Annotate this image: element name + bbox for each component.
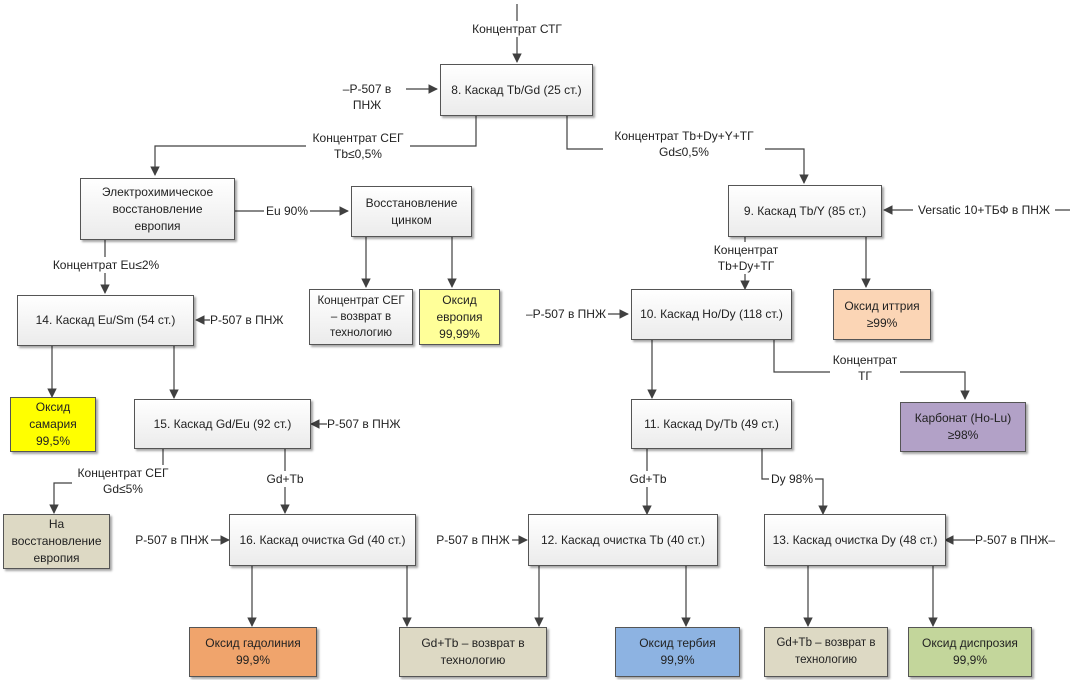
cascade-9-box: 9. Каскад Tb/Y (85 ст.): [728, 185, 882, 237]
yttrium-oxide-box: Оксид иттрия ≥99%: [833, 289, 931, 340]
zinc-reduction-box: Восстановление цинком: [351, 186, 472, 237]
cascade-8-box: 8. Каскад Tb/Gd (25 ст.): [440, 64, 593, 116]
label-p507-cascade12: Р-507 в ПНЖ: [434, 532, 512, 548]
gdtb-return-box-1: Gd+Tb – возврат в технологию: [399, 627, 547, 677]
label-eu90: Eu 90%: [264, 203, 310, 219]
label-versatic: Versatic 10+ТБФ в ПНЖ: [913, 202, 1055, 218]
dysprosium-oxide-box: Оксид диспрозия 99,9%: [908, 627, 1032, 677]
label-gdtb-cascade15: Gd+Tb: [264, 471, 306, 487]
gdtb-return-box-2: Gd+Tb – возврат в технологию: [764, 627, 888, 677]
label-p507-cascade14: Р-507 в ПНЖ: [210, 312, 288, 328]
electrochemical-reduction-box: Электрохимическое восстановление европия: [80, 178, 235, 240]
cascade-12-box: 12. Каскад очистка Tb (40 ст.): [528, 514, 718, 566]
label-seg-gd: Концентрат СЕГ Gd≤5%: [72, 465, 174, 497]
label-seg-tb: Концентрат СЕГ Tb≤0,5%: [306, 130, 410, 162]
label-dy98: Dy 98%: [769, 471, 815, 487]
label-gdtb-cascade11: Gd+Tb: [627, 471, 669, 487]
label-p507-cascade8: –Р-507 в ПНЖ: [328, 81, 406, 113]
label-p507-cascade13: Р-507 в ПНЖ–: [975, 532, 1067, 548]
label-p507-cascade10: –Р-507 в ПНЖ: [524, 306, 608, 322]
cascade-14-box: 14. Каскад Eu/Sm (54 ст.): [17, 295, 194, 346]
gadolinium-oxide-box: Оксид гадолиния 99,9%: [189, 627, 317, 677]
europium-restore-box: На восстановление европия: [3, 514, 110, 569]
label-p507-cascade15: Р-507 в ПНЖ: [327, 416, 405, 432]
seg-return-box: Концентрат СЕГ – возврат в технологию: [309, 289, 413, 345]
label-tbdyy-concentrate: Концентрат Tb+Dy+Y+ТГ Gd≤0,5%: [603, 128, 765, 160]
cascade-10-box: 10. Каскад Ho/Dy (118 ст.): [631, 289, 792, 340]
label-eu2-concentrate: Концентрат Eu≤2%: [47, 257, 165, 273]
cascade-11-box: 11. Каскад Dy/Tb (49 ст.): [631, 399, 792, 449]
cascade-16-box: 16. Каскад очистка Gd (40 ст.): [229, 514, 416, 566]
label-p507-cascade16: Р-507 в ПНЖ: [133, 532, 211, 548]
carbonate-box: Карбонат (Ho-Lu) ≥98%: [900, 402, 1026, 452]
label-tg-concentrate: Концентрат ТГ: [830, 352, 900, 384]
cascade-13-box: 13. Каскад очистка Dy (48 ст.): [764, 514, 946, 566]
label-stg-concentrate: Концентрат СТГ: [466, 21, 568, 37]
europium-oxide-box: Оксид европия 99,99%: [419, 289, 500, 345]
label-tbdytg-concentrate: Концентрат Tb+Dy+ТГ: [707, 242, 785, 274]
samarium-oxide-box: Оксид самария 99,5%: [10, 397, 96, 452]
terbium-oxide-box: Оксид тербия 99,9%: [615, 627, 740, 677]
cascade-15-box: 15. Каскад Gd/Eu (92 ст.): [134, 399, 311, 449]
